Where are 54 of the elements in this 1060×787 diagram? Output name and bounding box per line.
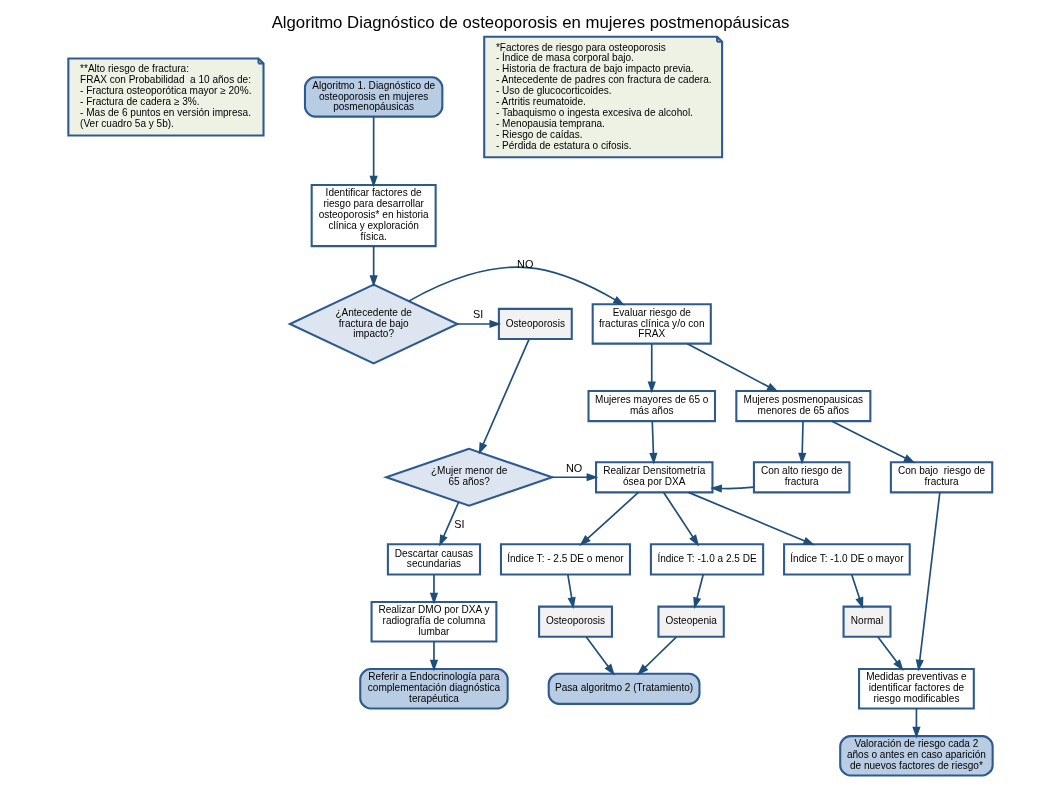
node-box: Algoritmo 1. Diagnóstico de osteoporosis en mujeres posmenopáusicas xyxy=(303,76,443,118)
arrow xyxy=(550,473,598,482)
arrow xyxy=(692,573,704,610)
node-box: Medidas preventivas e identificar factores de riesgo modificables xyxy=(857,668,975,710)
node-box: Realizar Densitometría ósea por DXA xyxy=(594,461,713,494)
node-box: Mujeres posmenopausicas menores de 65 años xyxy=(734,389,871,423)
arrow xyxy=(566,573,576,610)
arrow xyxy=(456,319,501,329)
node-box: Normal xyxy=(842,605,891,638)
node-box: Índice T: -1.0 a 2.5 DE xyxy=(649,543,764,576)
node-diamond: ¿Antecedente de fractura de bajo impacto? xyxy=(286,283,460,365)
arrow xyxy=(911,707,921,739)
edge-label: SI xyxy=(472,308,483,321)
node-box: Realizar DMO por DXA y radiografía de columna lumbar xyxy=(370,601,497,643)
arrow xyxy=(830,420,915,464)
arrow xyxy=(915,491,941,672)
node-box: Con alto riesgo de fractura xyxy=(752,461,850,494)
diagram-title: Algoritmo Diagnóstico de osteoporosis en mujeres postmenopáusicas xyxy=(271,13,789,33)
arrow xyxy=(407,266,625,306)
arrow xyxy=(584,636,615,676)
arrow xyxy=(687,491,815,546)
edge-label: NO xyxy=(565,461,582,474)
node-box: Identificar factores de riesgo para desarrollar osteoporosis* en historia clínica y exploración física. xyxy=(310,183,437,248)
arrow xyxy=(709,484,755,493)
arrow xyxy=(478,338,530,455)
arrow xyxy=(850,573,863,610)
arrow xyxy=(438,501,459,547)
node-box: Descartar causas secundarias xyxy=(386,543,481,576)
node-diamond: ¿Mujer menor de 65 años? xyxy=(382,447,555,507)
arrow xyxy=(797,420,806,465)
edge-label: SI xyxy=(453,517,465,530)
arrow xyxy=(876,636,904,671)
edge-label: NO xyxy=(516,258,533,271)
arrow xyxy=(648,420,658,465)
arrow xyxy=(662,491,699,547)
arrow xyxy=(636,636,677,676)
arrow xyxy=(578,491,639,546)
node-box: Índice T: -1.0 DE o mayor xyxy=(782,543,911,576)
node-box: Osteoporosis xyxy=(497,307,573,341)
node-box: Referir a Endocrinología para complementación diagnóstica terapéutica xyxy=(358,668,509,710)
node-box: Osteopenia xyxy=(656,605,725,638)
arrow xyxy=(369,245,378,287)
node-box: Con bajo riesgo de fractura xyxy=(889,461,993,494)
node-box: Valoración de riesgo cada 2 años o antes en caso aparición de nuevos factores de riesgo* xyxy=(838,735,994,777)
arrow xyxy=(429,573,438,605)
arrow xyxy=(647,343,656,394)
node-box: Osteoporosis xyxy=(537,605,613,638)
node-box: Evaluar riesgo de fracturas clínica y/o con FRAX xyxy=(591,303,712,345)
arrow xyxy=(685,342,779,393)
node-box: Pasa algoritmo 2 (Tratamiento) xyxy=(547,672,701,705)
arrow xyxy=(429,640,438,672)
arrow xyxy=(369,116,378,188)
node-box: Índice T: - 2.5 DE o menor xyxy=(499,543,631,576)
node-box: Mujeres mayores de 65 o más años xyxy=(586,389,716,423)
